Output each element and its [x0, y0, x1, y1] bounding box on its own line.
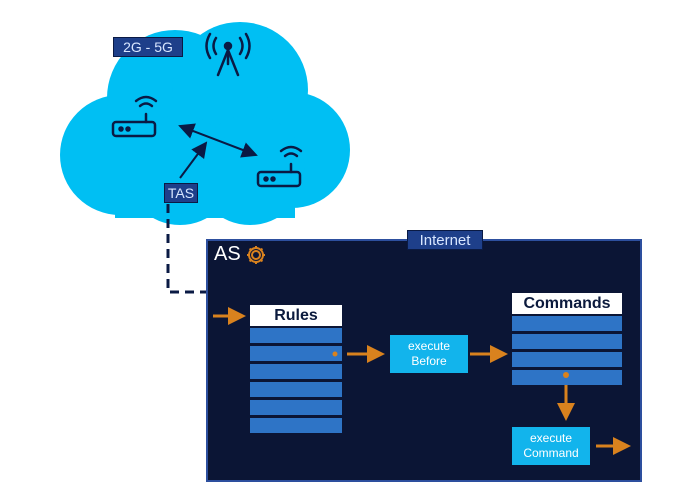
as-title: AS [214, 243, 241, 265]
rules-row [250, 346, 342, 361]
execute-command-box: execute Command [512, 427, 590, 465]
rules-row [250, 400, 342, 415]
internet-label: Internet [407, 230, 483, 250]
network-band-label: 2G - 5G [113, 37, 183, 57]
rules-row [250, 328, 342, 343]
rules-row [250, 418, 342, 433]
commands-row [512, 352, 622, 367]
router-icon [256, 145, 303, 188]
execute-before-line-2: Before [411, 354, 447, 368]
router-icon [111, 95, 158, 138]
commands-row [512, 316, 622, 331]
command-marker-dot [563, 372, 569, 378]
tas-link-arrow [179, 141, 208, 179]
execute-command-line-2: Command [523, 446, 579, 460]
mobile-network-cloud [60, 22, 350, 225]
cell-tower-icon [205, 32, 251, 77]
tas-to-as-connector [166, 204, 207, 294]
rules-table [250, 328, 342, 433]
tas-label: TAS [164, 183, 198, 203]
rules-row [250, 364, 342, 379]
gear-icon [247, 246, 265, 264]
router-link-arrow [178, 123, 258, 158]
commands-header: Commands [512, 293, 622, 314]
commands-row [512, 334, 622, 349]
execute-command-line-1: execute [529, 431, 573, 445]
rule-marker-dot [332, 351, 338, 357]
execute-before-line-1: execute [407, 339, 451, 353]
execute-before-box: execute Before [390, 335, 468, 373]
rules-header: Rules [250, 305, 342, 326]
rules-row [250, 382, 342, 397]
